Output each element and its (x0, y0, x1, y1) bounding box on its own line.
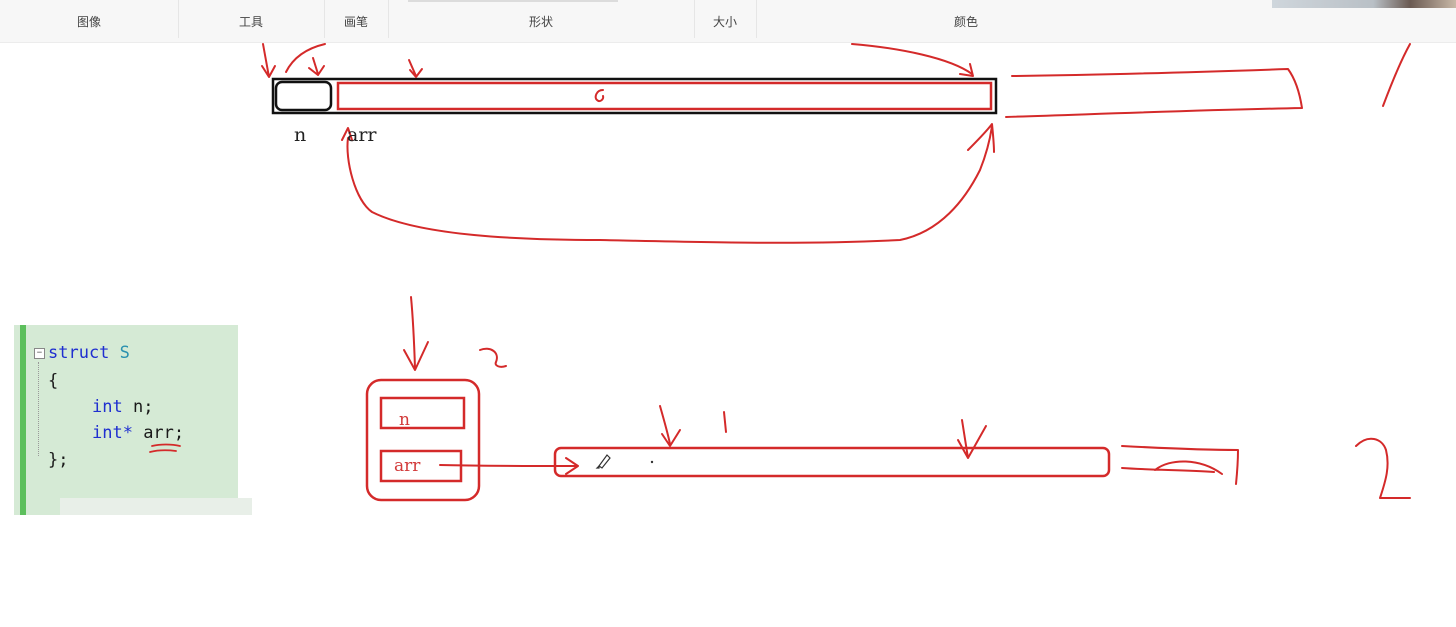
code-text: n; (123, 397, 154, 417)
arrow-stroke (724, 412, 726, 432)
arrow-stroke (958, 420, 986, 458)
code-line-3: int n; (92, 397, 153, 417)
inner-mark (596, 90, 604, 101)
code-margin-bar (20, 325, 26, 515)
code-keyword: struct (48, 343, 109, 363)
scribble-stroke (1006, 69, 1302, 117)
arrow-stroke (286, 44, 325, 72)
heap-array-bar (555, 448, 1109, 476)
scribble-stroke (1383, 44, 1410, 106)
field-n-box (381, 398, 464, 428)
arrow-stroke (660, 406, 680, 446)
arrow-stroke (262, 44, 275, 77)
code-keyword: int (92, 397, 123, 417)
loop-arrow (347, 124, 994, 243)
arrow-stroke (480, 349, 506, 367)
code-panel-footer (60, 498, 252, 515)
code-keyword: int* (92, 423, 133, 443)
arrow-stroke (309, 58, 324, 75)
field-arr-label: arr (394, 456, 420, 476)
code-line-1: struct S (48, 343, 130, 363)
collapse-toggle-icon[interactable]: − (34, 348, 45, 359)
arrow-stroke (404, 297, 428, 370)
code-line-4: int* arr; (92, 423, 184, 443)
code-text: arr; (133, 423, 184, 443)
arrow-stroke (852, 44, 973, 76)
pencil-cursor-icon (597, 455, 610, 468)
indent-guide (38, 362, 39, 456)
scribble-stroke (1122, 446, 1238, 484)
code-type-name: S (120, 343, 130, 363)
label-n: n (294, 124, 306, 146)
arr-region (338, 83, 991, 109)
field-n-label: n (399, 410, 410, 430)
scribble-stroke (1356, 439, 1410, 498)
scribble-stroke (1122, 461, 1222, 474)
n-cell (276, 82, 331, 110)
code-line-5: }; (48, 450, 68, 470)
label-arr: arr (347, 124, 377, 146)
code-line-2: { (48, 371, 58, 391)
canvas-dot (651, 461, 653, 463)
arrow-stroke (409, 60, 422, 77)
